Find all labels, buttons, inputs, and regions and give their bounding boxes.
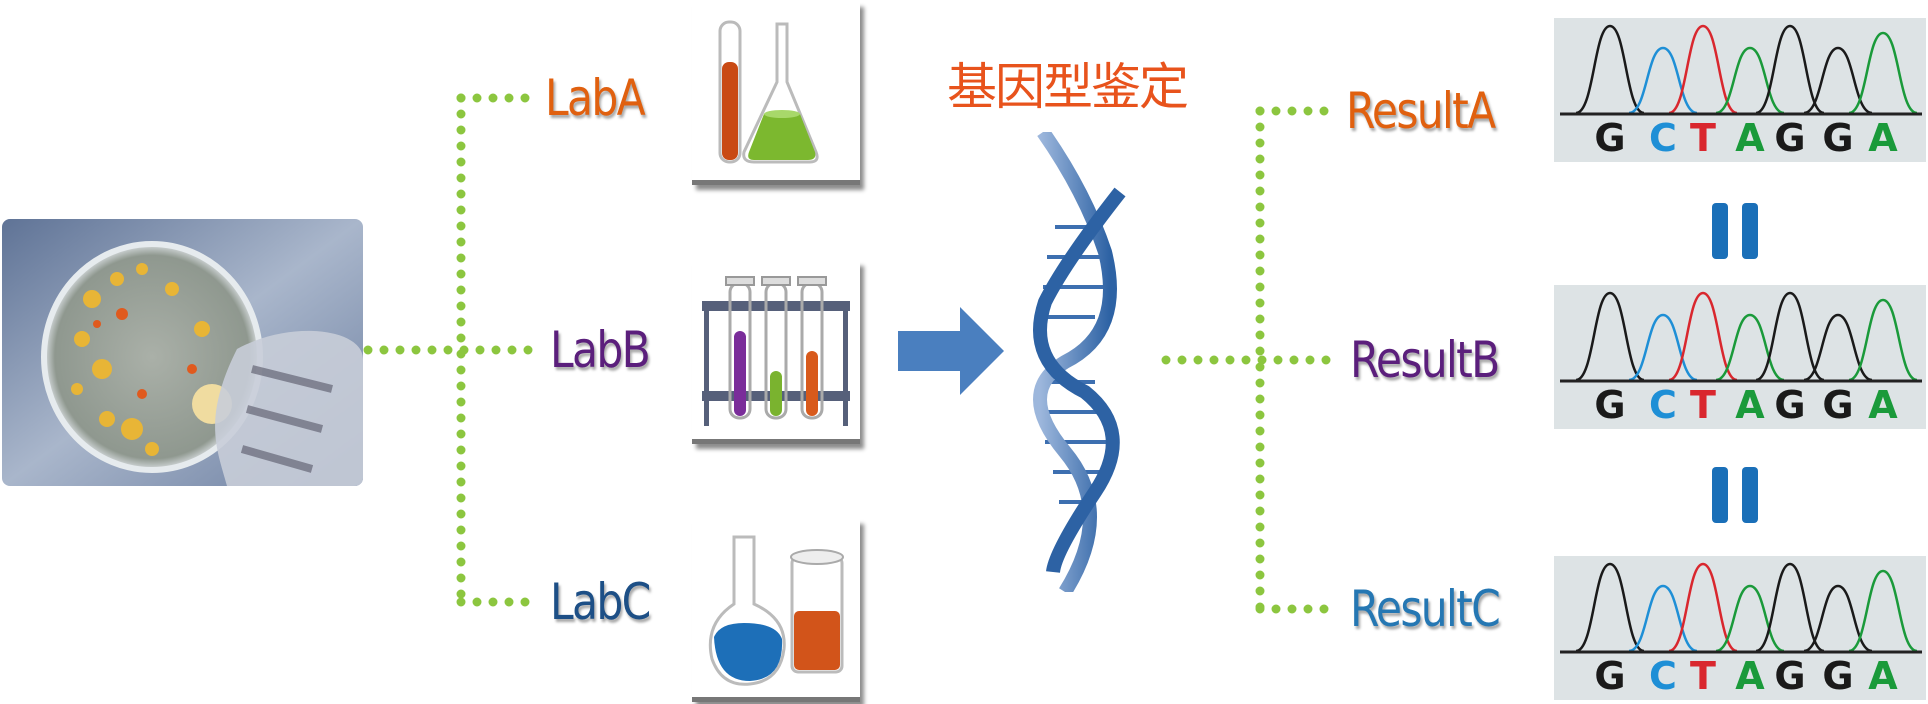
round-flask-beaker-icon <box>692 519 860 702</box>
result-c-label: ResultC <box>1350 580 1501 638</box>
lab-b-label: LabB <box>550 321 651 379</box>
base-letter: A <box>1735 116 1765 160</box>
base-letter: T <box>1690 383 1716 427</box>
base-letter: T <box>1690 654 1716 698</box>
base-letter: C <box>1649 654 1677 698</box>
chromatogram-peak <box>1848 31 1918 115</box>
base-letter: A <box>1868 116 1898 160</box>
chromatogram-peak <box>1575 291 1645 382</box>
chromatogram-peak <box>1803 46 1873 115</box>
chromatogram-peak <box>1628 584 1698 653</box>
base-letter: A <box>1735 654 1765 698</box>
genotype-identification-title: 基因型鉴定 <box>947 58 1189 116</box>
chromatogram-peak <box>1755 291 1825 382</box>
lab-connector-lines <box>363 93 545 607</box>
chromatogram-peak <box>1803 313 1873 382</box>
chromatogram-peak <box>1575 24 1645 115</box>
dna-helix-icon <box>1033 132 1126 592</box>
base-letter: C <box>1649 116 1677 160</box>
chromatogram-peak <box>1628 313 1698 382</box>
result-b-label: ResultB <box>1350 331 1500 389</box>
right-arrow-icon <box>898 307 1004 395</box>
chromatogram-peak <box>1668 291 1738 382</box>
base-letter: A <box>1735 383 1765 427</box>
base-letter: A <box>1868 654 1898 698</box>
chromatogram-peak <box>1715 313 1785 382</box>
base-letter: G <box>1594 116 1625 160</box>
equals-icon <box>1712 467 1758 523</box>
test-tube-flask-icon <box>692 2 860 185</box>
base-letter: C <box>1649 383 1677 427</box>
chromatogram-peak <box>1575 562 1645 653</box>
base-letter: G <box>1774 383 1805 427</box>
base-letter: G <box>1822 116 1853 160</box>
base-letter: G <box>1822 654 1853 698</box>
chromatogram-peak <box>1628 46 1698 115</box>
base-letter: G <box>1822 383 1853 427</box>
base-letter: G <box>1774 654 1805 698</box>
base-letter: G <box>1774 116 1805 160</box>
chromatogram-peak <box>1715 46 1785 115</box>
chromatogram-peak <box>1715 584 1785 653</box>
chromatogram-peak <box>1803 584 1873 653</box>
base-letter: A <box>1868 383 1898 427</box>
chromatogram-peak <box>1848 298 1918 382</box>
lab-a-label: LabA <box>545 69 646 127</box>
result-a-label: ResultA <box>1346 82 1496 140</box>
chromatogram-peak <box>1848 569 1918 653</box>
result-connector-lines <box>1161 106 1345 614</box>
chromatogram-peak <box>1668 24 1738 115</box>
test-tube-rack-icon <box>692 261 860 444</box>
equals-icon <box>1712 203 1758 259</box>
petri-dish-image <box>2 219 363 486</box>
chromatogram-peak <box>1755 24 1825 115</box>
chromatogram-peak <box>1755 562 1825 653</box>
lab-c-label: LabC <box>550 573 651 631</box>
chromatogram-peak <box>1668 562 1738 653</box>
base-letter: G <box>1594 383 1625 427</box>
base-letter: T <box>1690 116 1716 160</box>
base-letter: G <box>1594 654 1625 698</box>
